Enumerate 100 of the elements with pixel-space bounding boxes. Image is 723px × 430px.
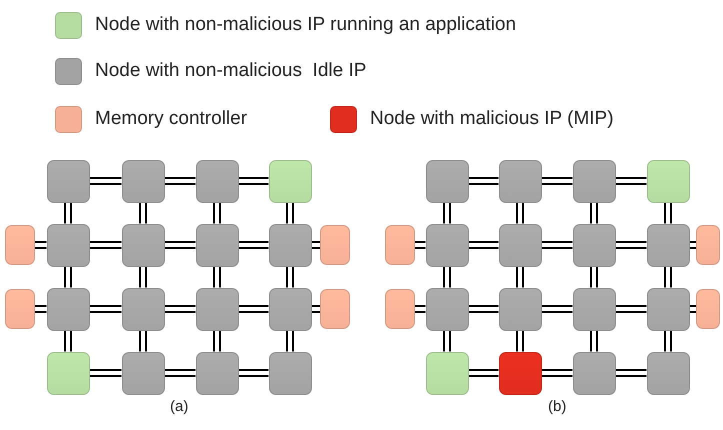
- double-link: [540, 241, 574, 249]
- node-box: [268, 160, 312, 202]
- double-link: [238, 241, 270, 249]
- double-link: [443, 202, 451, 224]
- double-link: [590, 330, 598, 352]
- node-box: [572, 352, 616, 394]
- node-box: [498, 288, 542, 330]
- double-link: [614, 241, 648, 249]
- node-box: [122, 224, 164, 266]
- memory-controller-box: [320, 225, 350, 265]
- node-box: [46, 288, 90, 330]
- node-box: [196, 352, 238, 394]
- panel-caption: (a): [170, 398, 188, 415]
- double-link: [664, 202, 672, 224]
- node-box: [646, 160, 690, 202]
- double-link: [688, 305, 697, 313]
- double-link: [139, 202, 147, 224]
- node-box: [196, 288, 238, 330]
- node-box: [498, 352, 542, 394]
- double-link: [516, 202, 524, 224]
- node-box: [498, 224, 542, 266]
- node-box: [196, 160, 238, 202]
- node-box: [646, 224, 690, 266]
- double-link: [414, 241, 426, 249]
- memory-controller-box: [385, 225, 415, 265]
- legend-label: Node with non-malicious IP running an application: [95, 14, 516, 36]
- double-link: [614, 369, 648, 377]
- double-link: [614, 177, 648, 185]
- node-box: [268, 352, 312, 394]
- double-link: [238, 177, 270, 185]
- node-box: [572, 288, 616, 330]
- node-box: [196, 224, 238, 266]
- node-box: [122, 160, 164, 202]
- double-link: [468, 177, 500, 185]
- memory-controller-box: [5, 225, 35, 265]
- double-link: [468, 305, 500, 313]
- double-link: [468, 241, 500, 249]
- double-link: [688, 241, 697, 249]
- double-link: [238, 369, 270, 377]
- double-link: [286, 266, 294, 288]
- node-box: [122, 288, 164, 330]
- double-link: [88, 177, 122, 185]
- node-box: [572, 160, 616, 202]
- double-link: [286, 202, 294, 224]
- legend-label: Node with malicious IP (MIP): [370, 108, 614, 130]
- node-box: [646, 352, 690, 394]
- double-link: [88, 305, 122, 313]
- double-link: [88, 241, 122, 249]
- double-link: [64, 202, 72, 224]
- double-link: [590, 202, 598, 224]
- double-link: [238, 305, 270, 313]
- legend-label: Node with non-malicious Idle IP: [95, 60, 366, 82]
- node-box: [46, 224, 90, 266]
- double-link: [34, 305, 48, 313]
- double-link: [516, 266, 524, 288]
- double-link: [64, 266, 72, 288]
- double-link: [468, 369, 500, 377]
- double-link: [590, 266, 598, 288]
- double-link: [414, 305, 426, 313]
- double-link: [516, 330, 524, 352]
- double-link: [64, 330, 72, 352]
- double-link: [213, 330, 221, 352]
- node-box: [572, 224, 616, 266]
- memory-controller-box: [5, 289, 35, 329]
- node-box: [46, 352, 90, 394]
- panel-caption: (b): [548, 398, 566, 415]
- double-link: [213, 266, 221, 288]
- node-box: [426, 224, 468, 266]
- double-link: [310, 305, 321, 313]
- node-box: [122, 352, 164, 394]
- node-box: [426, 352, 468, 394]
- double-link: [540, 177, 574, 185]
- node-box: [498, 160, 542, 202]
- double-link: [664, 330, 672, 352]
- node-box: [426, 288, 468, 330]
- node-box: [46, 160, 90, 202]
- double-link: [164, 305, 196, 313]
- double-link: [213, 202, 221, 224]
- double-link: [286, 330, 294, 352]
- memory-controller-box: [696, 289, 720, 329]
- double-link: [614, 305, 648, 313]
- memory-controller-box: [320, 289, 350, 329]
- double-link: [88, 369, 122, 377]
- double-link: [34, 241, 48, 249]
- double-link: [139, 330, 147, 352]
- double-link: [540, 305, 574, 313]
- double-link: [164, 369, 196, 377]
- double-link: [139, 266, 147, 288]
- node-box: [268, 224, 312, 266]
- double-link: [164, 177, 196, 185]
- node-box: [646, 288, 690, 330]
- double-link: [664, 266, 672, 288]
- memory-controller-box: [696, 225, 720, 265]
- double-link: [443, 330, 451, 352]
- node-box: [426, 160, 468, 202]
- memory-controller-box: [385, 289, 415, 329]
- double-link: [310, 241, 321, 249]
- double-link: [164, 241, 196, 249]
- double-link: [540, 369, 574, 377]
- node-box: [268, 288, 312, 330]
